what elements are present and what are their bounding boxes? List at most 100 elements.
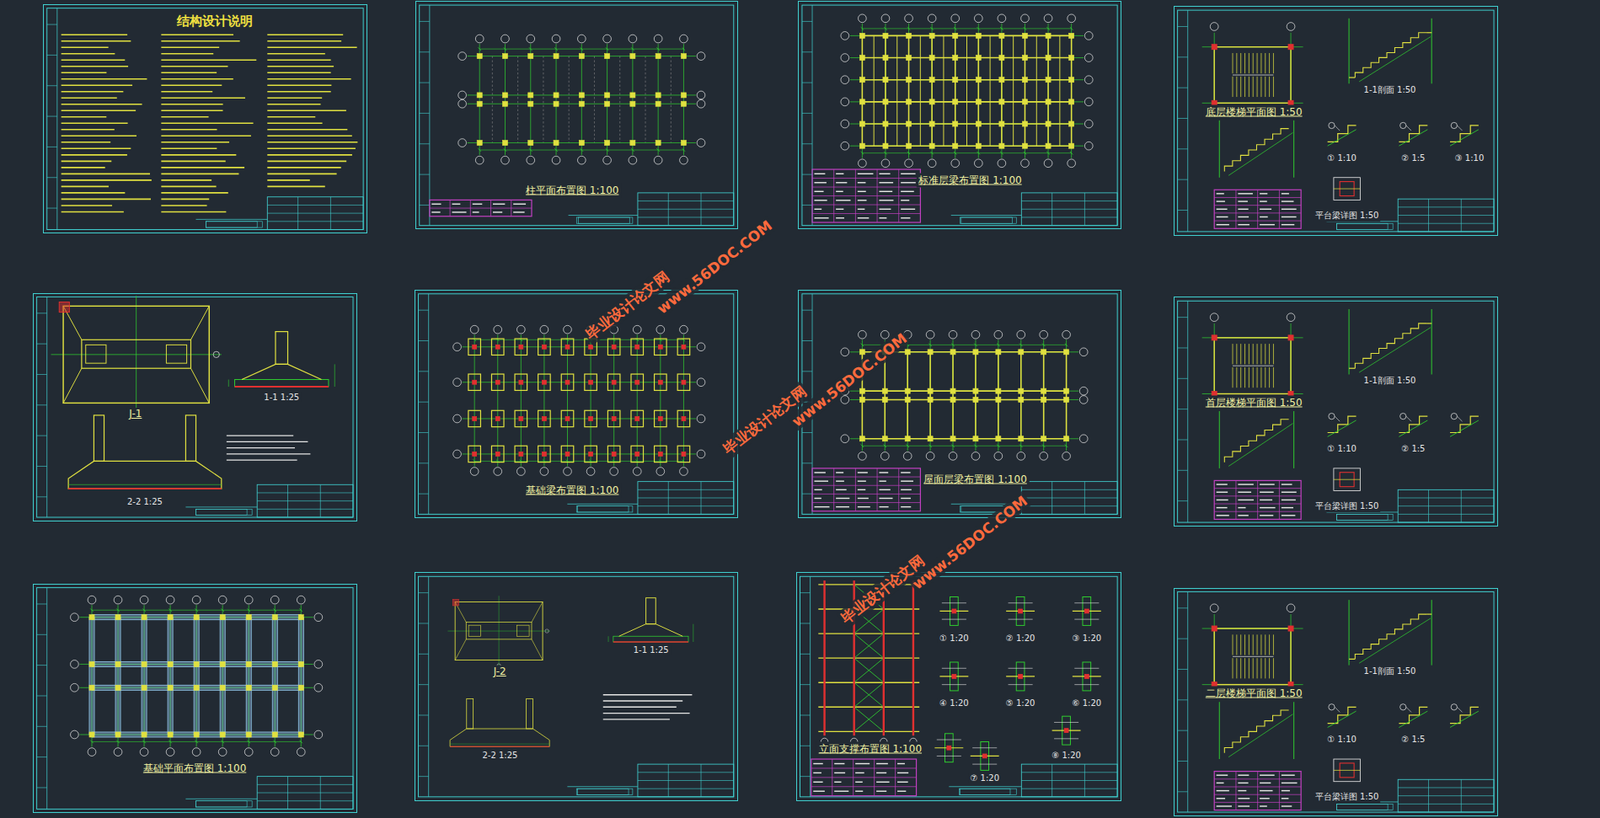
drawing-stroke [1334,706,1340,712]
scale-callout: 2-2 1:25 [125,496,165,506]
drawing-stroke [61,53,116,55]
drawing-stroke [681,417,686,422]
drawing-stroke [1228,132,1293,176]
drawing-stroke [160,46,220,49]
drawing-stroke [1281,514,1296,516]
drawing-stroke [953,26,958,31]
drawing-stroke [975,121,981,127]
drawing-stroke [578,101,584,107]
drawing-stroke [1079,386,1088,396]
drawing-stroke [835,497,850,499]
drawing-stroke [1397,497,1494,499]
drawing-stroke [974,352,977,439]
drawing-stroke [800,775,811,777]
drawing-stroke [1237,224,1250,225]
drawing-stroke [576,506,633,513]
drawing-stroke [1273,658,1274,679]
drawing-stroke [1024,35,1027,146]
drawing-stroke [855,763,870,765]
drawing-stroke [91,615,301,621]
drawing-stroke [1400,412,1407,419]
drawing-stroke [1244,53,1246,74]
drawing-stroke [497,334,498,466]
drawing-stroke [975,32,981,38]
drawing-stroke [1022,32,1028,38]
drawing-stroke [861,390,1066,392]
drawing-stroke [1018,674,1023,680]
drawing-stroke [1045,121,1051,127]
drawing-stroke [680,92,686,98]
drawing-stroke [1048,23,1049,159]
drawing-stroke [637,489,734,491]
drawing-stroke [272,617,278,735]
drawing-stroke [1456,706,1462,712]
drawing-stroke [1065,352,1068,439]
drawing-stroke [47,8,364,231]
drawing-stroke [1084,674,1089,680]
drawing-stroke [882,99,889,105]
drawing-stroke [419,82,430,84]
drawing-stroke [267,154,353,156]
drawing-stroke [1397,795,1494,797]
drawing-stroke [859,436,865,442]
drawing-stroke [973,349,979,355]
drawing-stroke [813,173,825,175]
drawing-stroke [696,90,706,100]
drawing-stroke [553,53,559,59]
drawing-stroke [973,396,979,402]
drawing-stroke [1079,434,1088,444]
drawing-stroke [900,217,910,219]
drawing-stroke [960,217,1017,224]
drawing-stroke [1000,23,1002,159]
drawing-stroke [951,214,1023,216]
drawing-stroke [947,745,952,750]
drawing-stroke [1216,805,1232,807]
drawing-stroke [1177,500,1188,502]
drawing-stroke [972,747,997,749]
drawing-stroke [568,56,570,144]
drawing-stroke [90,608,94,612]
drawing-stroke [1450,125,1479,142]
drawing-stroke [1214,337,1291,395]
drawing-stroke [1244,76,1246,97]
drawing-stroke [1252,634,1254,655]
drawing-stroke [677,374,691,391]
drawing-stroke [994,330,1003,339]
drawing-stroke [160,103,223,106]
drawing-stroke [1237,774,1249,776]
drawing-stroke [907,151,911,156]
drawing-stroke [1236,76,1237,97]
drawing-stroke [812,177,921,179]
drawing-stroke [519,379,524,385]
drawing-stroke [1236,634,1237,655]
sheet-title: 首层楼梯平面图 1:50 [1203,395,1306,411]
drawing-stroke [658,344,663,349]
drawing-stroke [1216,224,1230,225]
drawing-stroke [1450,129,1479,146]
drawing-stroke [1237,782,1248,784]
drawing-stroke [246,615,252,621]
drawing-stroke [256,484,354,518]
drawing-stroke [1039,330,1049,339]
drawing-stroke [160,148,217,150]
drawing-stroke [656,325,665,334]
drawing-stroke [877,468,878,512]
drawing-stroke [1397,214,1494,216]
drawing-stroke [1216,782,1225,784]
drawing-stroke [1000,151,1004,156]
drawing-stroke [975,55,981,61]
drawing-stroke [529,148,533,152]
drawing-stroke [468,410,482,427]
drawing-stroke [468,625,482,637]
drawing-stroke [142,608,146,612]
drawing-stroke [561,410,574,427]
drawing-stroke [925,452,935,461]
drawing-stroke [834,772,846,774]
sheet-title: 柱平面布置图 1:100 [523,183,621,198]
drawing-stroke [256,776,354,810]
drawing-stroke [61,58,126,61]
drawing-stroke [541,379,546,385]
drawing-stroke [1450,704,1457,711]
drawing-stroke [1237,216,1249,218]
drawing-stroke [553,92,559,98]
